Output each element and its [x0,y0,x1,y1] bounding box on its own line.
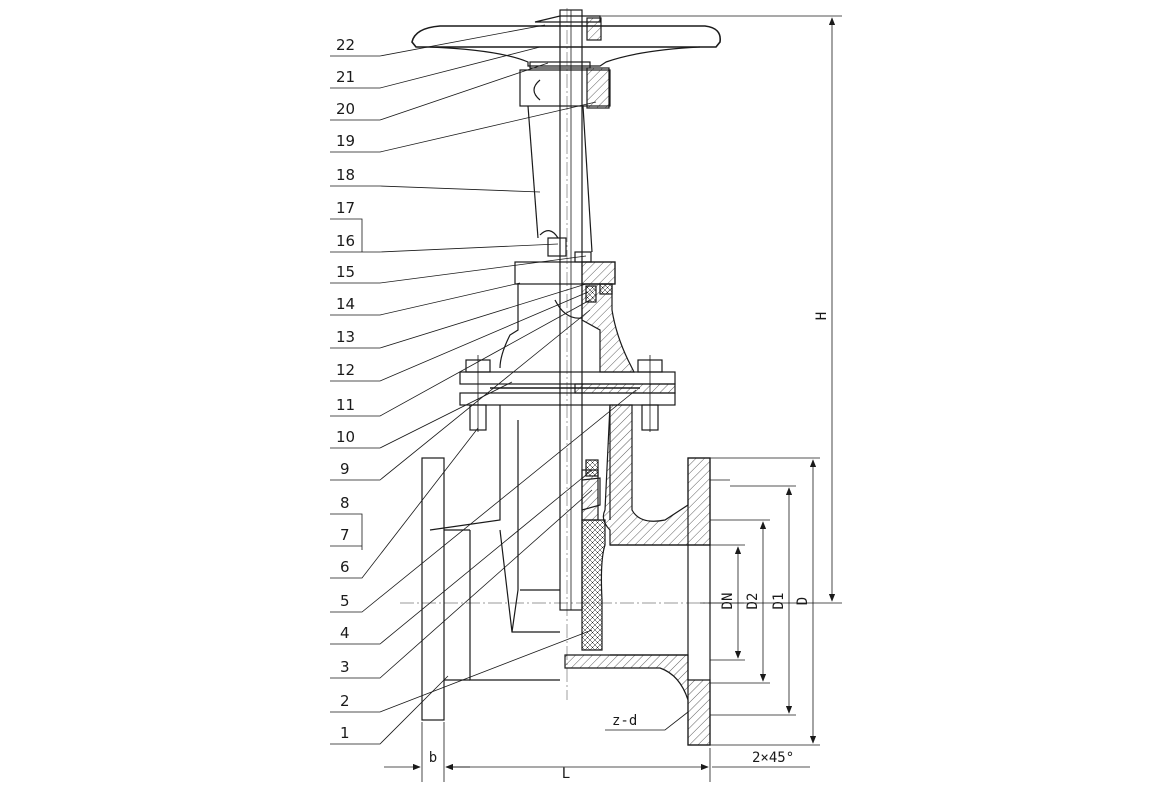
yoke [519,67,611,257]
bolt-holes-label: z-d [605,711,689,731]
handwheel [411,15,722,69]
svg-text:DN: DN [720,593,736,610]
dimension-d2: D2 [710,519,770,684]
svg-text:4: 4 [340,624,350,642]
callout-12: 12 [330,291,589,382]
dimension-d1: D1 [730,485,796,716]
callout-21: 21 [330,46,541,89]
callout-18: 18 [330,166,541,193]
gate-wedge [581,459,606,651]
svg-text:D2: D2 [745,593,761,610]
callout-1: 1 [330,675,449,745]
svg-text:D1: D1 [771,593,787,610]
callout-17: 17 [330,199,363,252]
callout-22: 22 [330,24,546,57]
callout-16: 16 [330,232,559,253]
bonnet [499,251,635,373]
svg-text:16: 16 [336,232,355,250]
svg-text:2: 2 [340,692,350,710]
bonnet-flange [459,355,676,432]
callout-8: 8 [330,494,363,550]
svg-text:10: 10 [336,428,355,446]
svg-text:17: 17 [336,199,355,217]
svg-text:14: 14 [336,295,355,313]
svg-text:15: 15 [336,263,355,281]
callout-6: 6 [330,427,479,579]
svg-text:18: 18 [336,166,355,184]
callout-7: 7 [330,526,362,547]
svg-text:6: 6 [340,558,350,576]
svg-text:8: 8 [340,494,350,512]
callout-10: 10 [330,381,513,449]
dimension-l: L [421,722,711,782]
callout-2: 2 [330,629,593,713]
callout-13: 13 [330,283,587,349]
svg-text:b: b [429,750,437,766]
svg-text:3: 3 [340,658,350,676]
left-flange [421,457,470,721]
chamfer-label: 2×45° [712,750,810,768]
svg-text:7: 7 [340,526,350,544]
svg-text:L: L [562,766,570,782]
callout-label: 22 [336,36,355,54]
dimension-h: H [600,15,842,604]
svg-text:5: 5 [340,592,350,610]
svg-text:11: 11 [336,396,355,414]
svg-text:13: 13 [336,328,355,346]
svg-text:19: 19 [336,132,355,150]
dimension-d: D [710,457,820,746]
right-body-section [564,404,730,746]
dimension-dn: DN [710,544,745,661]
dimension-b: b [384,722,470,782]
svg-text:12: 12 [336,361,355,379]
svg-text:9: 9 [340,460,350,478]
svg-text:20: 20 [336,100,355,118]
svg-text:z-d: z-d [612,713,637,729]
stem [559,9,583,611]
callout-14: 14 [330,282,521,316]
callout-5: 5 [330,389,637,613]
svg-text:21: 21 [336,68,355,86]
callout-20: 20 [330,62,549,121]
callout-19: 19 [330,101,597,153]
svg-text:2×45°: 2×45° [752,750,794,766]
svg-text:1: 1 [340,724,350,742]
svg-text:H: H [814,312,830,320]
callout-3: 3 [330,489,593,679]
svg-text:D: D [795,597,811,605]
callout-11: 11 [330,299,591,417]
callout-9: 9 [330,309,591,481]
callout-15: 15 [330,255,587,284]
callout-4: 4 [330,469,593,645]
